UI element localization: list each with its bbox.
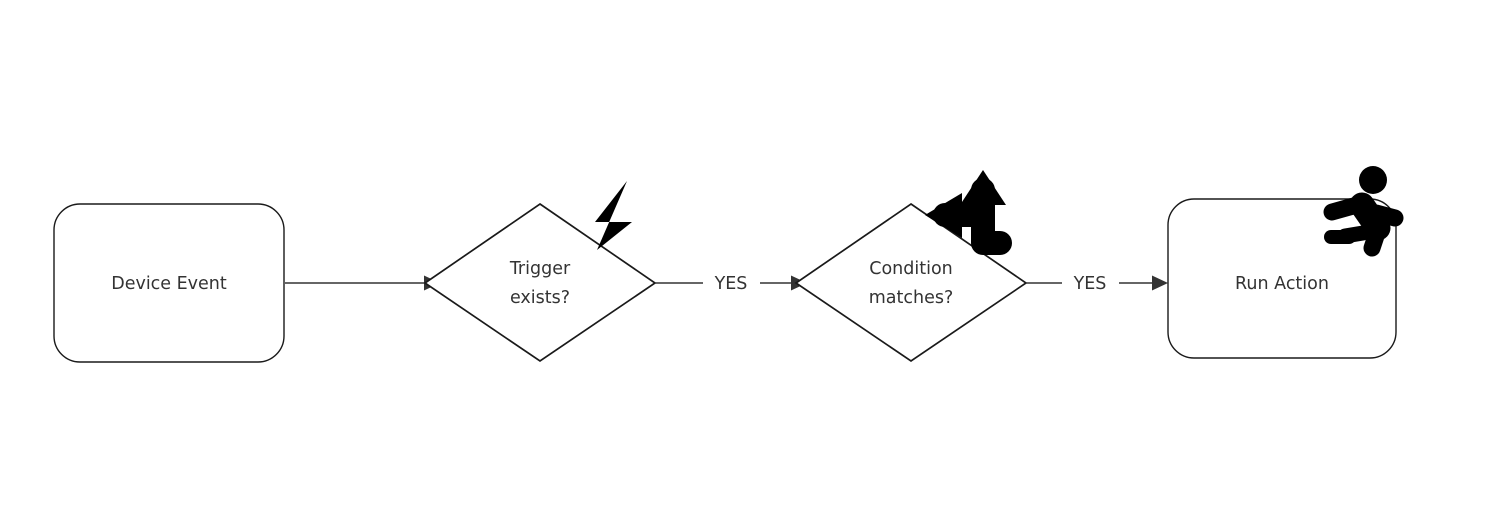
trigger-exists-thin-edge — [424, 203, 541, 284]
branch-fork-arrow-icon — [925, 170, 1012, 255]
node-condition-matches[interactable]: Condition matches? — [794, 202, 1028, 363]
condition-matches-label-line2: matches? — [869, 288, 954, 308]
running-person-icon — [1323, 166, 1404, 257]
lightning-bolt-icon — [589, 181, 632, 250]
up-arrow-head — [960, 170, 1006, 205]
condition-matches-label-line1: Condition — [869, 259, 953, 279]
device-event-shape[interactable] — [53, 203, 285, 363]
node-device-event[interactable]: Device Event — [53, 203, 285, 363]
trigger-exists-label-line1: Trigger — [509, 259, 571, 279]
edge-label-yes-1: YES — [714, 274, 748, 294]
edge-trigger-to-condition: YES — [655, 274, 807, 294]
run-action-label: Run Action — [1235, 274, 1329, 294]
arrow-head-icon — [1152, 275, 1168, 291]
condition-matches-thin-edge — [795, 203, 912, 284]
trigger-exists-label-line2: exists? — [510, 288, 570, 308]
runner-head — [1359, 166, 1387, 194]
edge-condition-to-action: YES — [1026, 274, 1168, 294]
edge-label-yes-2: YES — [1073, 274, 1107, 294]
edge-event-to-trigger — [285, 275, 440, 291]
node-trigger-exists[interactable]: Trigger exists? — [423, 202, 657, 363]
device-event-label: Device Event — [111, 274, 227, 294]
left-arrow-head — [925, 193, 962, 238]
